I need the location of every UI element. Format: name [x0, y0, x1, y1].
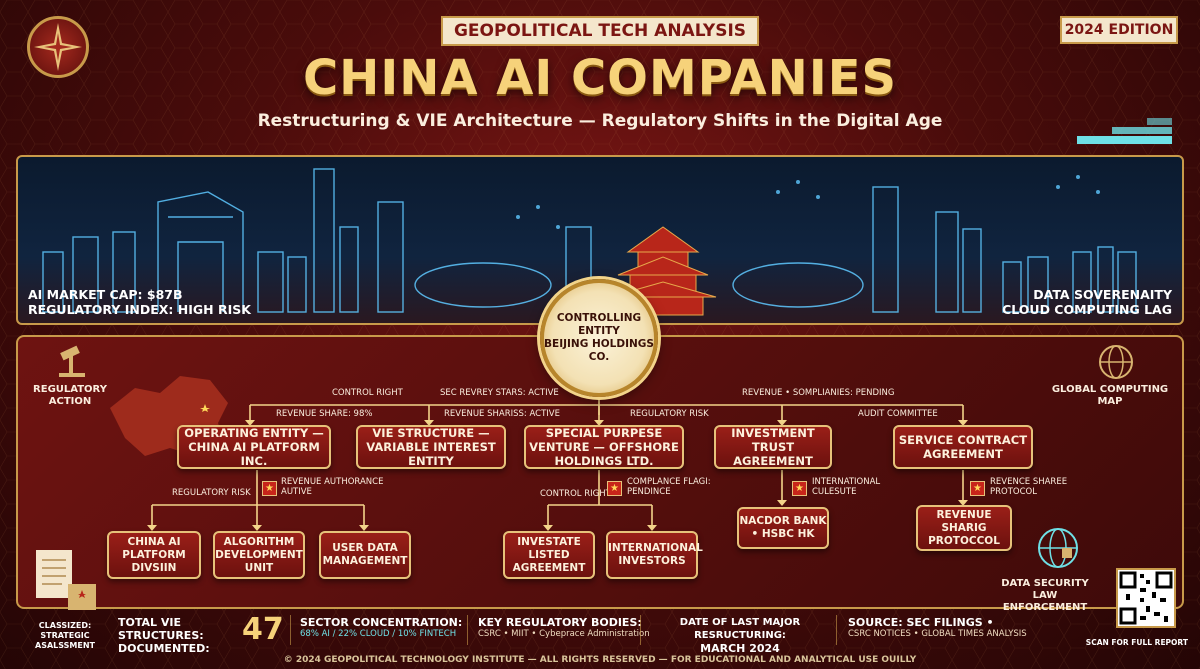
restructuring-date: DATE OF LAST MAJOR RESRUCTURING: MARCH 2…	[650, 616, 830, 655]
flag-star-icon: ★	[607, 481, 622, 496]
sources: SOURCE: SEC FILINGS • CSRC NOTICES • GLO…	[848, 616, 1027, 639]
classified-documents-icon	[36, 550, 96, 610]
operating-entity-node[interactable]: OPERATING ENTITY — CHINA AI PLATFORM INC…	[177, 425, 331, 469]
total-vie-value: 47	[242, 612, 284, 647]
sector-label: SECTOR CONCENTRATION:	[300, 616, 463, 629]
controlling-entity-line1: CONTROLLING ENTITY	[556, 312, 642, 337]
compass-rose-icon	[27, 16, 89, 78]
data-security-globe-icon	[1038, 528, 1078, 568]
note-revenue-authority: REVENUE AUTHORANCE AUTIVE	[281, 477, 384, 497]
controlling-entity-line3: CO.	[588, 351, 610, 363]
page-title: CHINA AI COMPANIES	[302, 50, 898, 106]
edge-label-revenue-compliance: REVENUE • SOMPLIANIES: PENDING	[742, 388, 895, 398]
note-compliance-flag: COMPLANCE FLAGI: PENDINCE	[627, 477, 711, 497]
flag-star-icon: ★	[792, 481, 807, 496]
market-cap-text: AI MARKET CAP: $87B REGULATORY INDEX: HI…	[28, 287, 251, 317]
flag-star-icon: ★	[970, 481, 985, 496]
edge-label-audit-committee: AUDIT COMMITTEE	[858, 409, 938, 419]
source-value: CSRC NOTICES • GLOBAL TIMES ANALYSIS	[848, 629, 1027, 639]
controlling-entity-line2: BEIJING HOLDINGS	[544, 338, 654, 350]
platform-division-node[interactable]: CHINA AI PLATFORM DIVSIIN	[107, 531, 201, 579]
qr-label: SCAN FOR FULL REPORT	[1085, 638, 1188, 647]
stat-divider	[836, 615, 837, 645]
market-cap-label: AI MARKET CAP: $87B	[28, 287, 183, 302]
service-contract-node[interactable]: SERVICE CONTRACT AGREEMENT	[893, 425, 1033, 469]
algorithm-unit-node[interactable]: ALGORITHM DEVELOPMENT UNIT	[213, 531, 305, 579]
bodies-value: CSRC • MIIT • Cybeprace Administration	[478, 629, 650, 639]
regulatory-action-label: REGULATORY ACTION	[33, 384, 107, 407]
stat-divider	[290, 615, 291, 645]
international-investors-node[interactable]: INTERNATIONAL INVESTORS	[606, 531, 703, 579]
qr-code[interactable]	[1116, 568, 1176, 628]
top-banner: GEOPOLITICAL TECH ANALYSIS	[441, 16, 759, 46]
bodies-label: KEY REGULATORY BODIES:	[478, 616, 642, 629]
global-computing-map-label: GLOBAL COMPUTING MAP	[1051, 384, 1169, 407]
stat-divider	[640, 615, 641, 645]
note-international: INTERNATIONAL CULESUTE	[812, 477, 881, 497]
copyright-footer: © 2024 GEOPOLITICAL TECHNOLOGY INSTITUTE…	[283, 655, 917, 665]
classified-label: CLASSIZED: STRATEGIC ASALSSMENT	[35, 621, 95, 650]
cloud-lag-label: CLOUD COMPUTING LAG	[1002, 302, 1172, 317]
note-revenue-protocol: REVENCE SHAREE PROTOCOL	[990, 477, 1068, 497]
investate-node[interactable]: INVESTATE LISTED AGREEMENT	[503, 531, 595, 579]
edge-label-control-right: CONTROL RIGHT	[332, 388, 403, 398]
regulatory-index-label: REGULATORY INDEX: HIGH RISK	[28, 302, 251, 317]
investment-trust-node[interactable]: INVESTMENT TRUST AGREEMENT	[714, 425, 832, 469]
data-sovereignty-text: DATA SOVERENAITY CLOUD COMPUTING LAG	[1002, 287, 1172, 317]
edge-label-revenue-shares-active: REVENUE SHARISS: ACTIVE	[444, 409, 560, 419]
edge-label-revenue-share: REVENUE SHARE: 98%	[276, 409, 373, 419]
globe-icon	[1099, 345, 1133, 379]
edge-label-regulatory-risk: REGULATORY RISK	[630, 409, 709, 419]
data-security-label: DATA SECURITY LAW ENFORCEMENT	[1001, 578, 1089, 613]
date-value: MARCH 2024	[700, 642, 780, 655]
source-label: SOURCE: SEC FILINGS •	[848, 616, 994, 629]
sector-concentration: SECTOR CONCENTRATION: 68% AI / 22% CLOUD…	[300, 616, 462, 639]
edge-label-control-right-2: CONTROL RIGHT	[540, 489, 611, 499]
edge-label-regulatory-risk-2: REGULATORY RISK	[172, 488, 251, 498]
spv-node[interactable]: SPECIAL PURPESE VENTURE — OFFSHORE HOLDI…	[524, 425, 684, 469]
edge-label-sec-review: SEC REVREY STARS: ACTIVE	[440, 388, 559, 398]
vie-structure-node[interactable]: VIE STRUCTURE — VARIABLE INTEREST ENTITY	[356, 425, 506, 469]
total-vie-label: TOTAL VIE STRUCTURES: DOCUMENTED:	[118, 616, 210, 655]
controlling-entity-node[interactable]: CONTROLLING ENTITY BEIJING HOLDINGS CO.	[540, 279, 658, 397]
signal-bars-icon	[1077, 118, 1172, 144]
sector-value: 68% AI / 22% CLOUD / 10% FINTECH	[300, 629, 457, 639]
stat-divider	[467, 615, 468, 645]
user-data-node[interactable]: USER DATA MANAGEMENT	[319, 531, 411, 579]
revenue-protocol-node[interactable]: REVENUE SHARIG PROTOCCOL	[916, 505, 1012, 551]
date-label: DATE OF LAST MAJOR RESRUCTURING:	[679, 617, 801, 641]
regulatory-bodies: KEY REGULATORY BODIES: CSRC • MIIT • Cyb…	[478, 616, 650, 639]
data-sovereignty-label: DATA SOVERENAITY	[1033, 287, 1172, 302]
flag-star-icon: ★	[262, 481, 277, 496]
page-subtitle: Restructuring & VIE Architecture — Regul…	[257, 111, 943, 131]
nacdor-bank-node[interactable]: NACDOR BANK • HSBC HK	[737, 507, 829, 549]
gavel-icon	[59, 345, 85, 377]
edition-badge: 2024 EDITION	[1060, 16, 1178, 44]
